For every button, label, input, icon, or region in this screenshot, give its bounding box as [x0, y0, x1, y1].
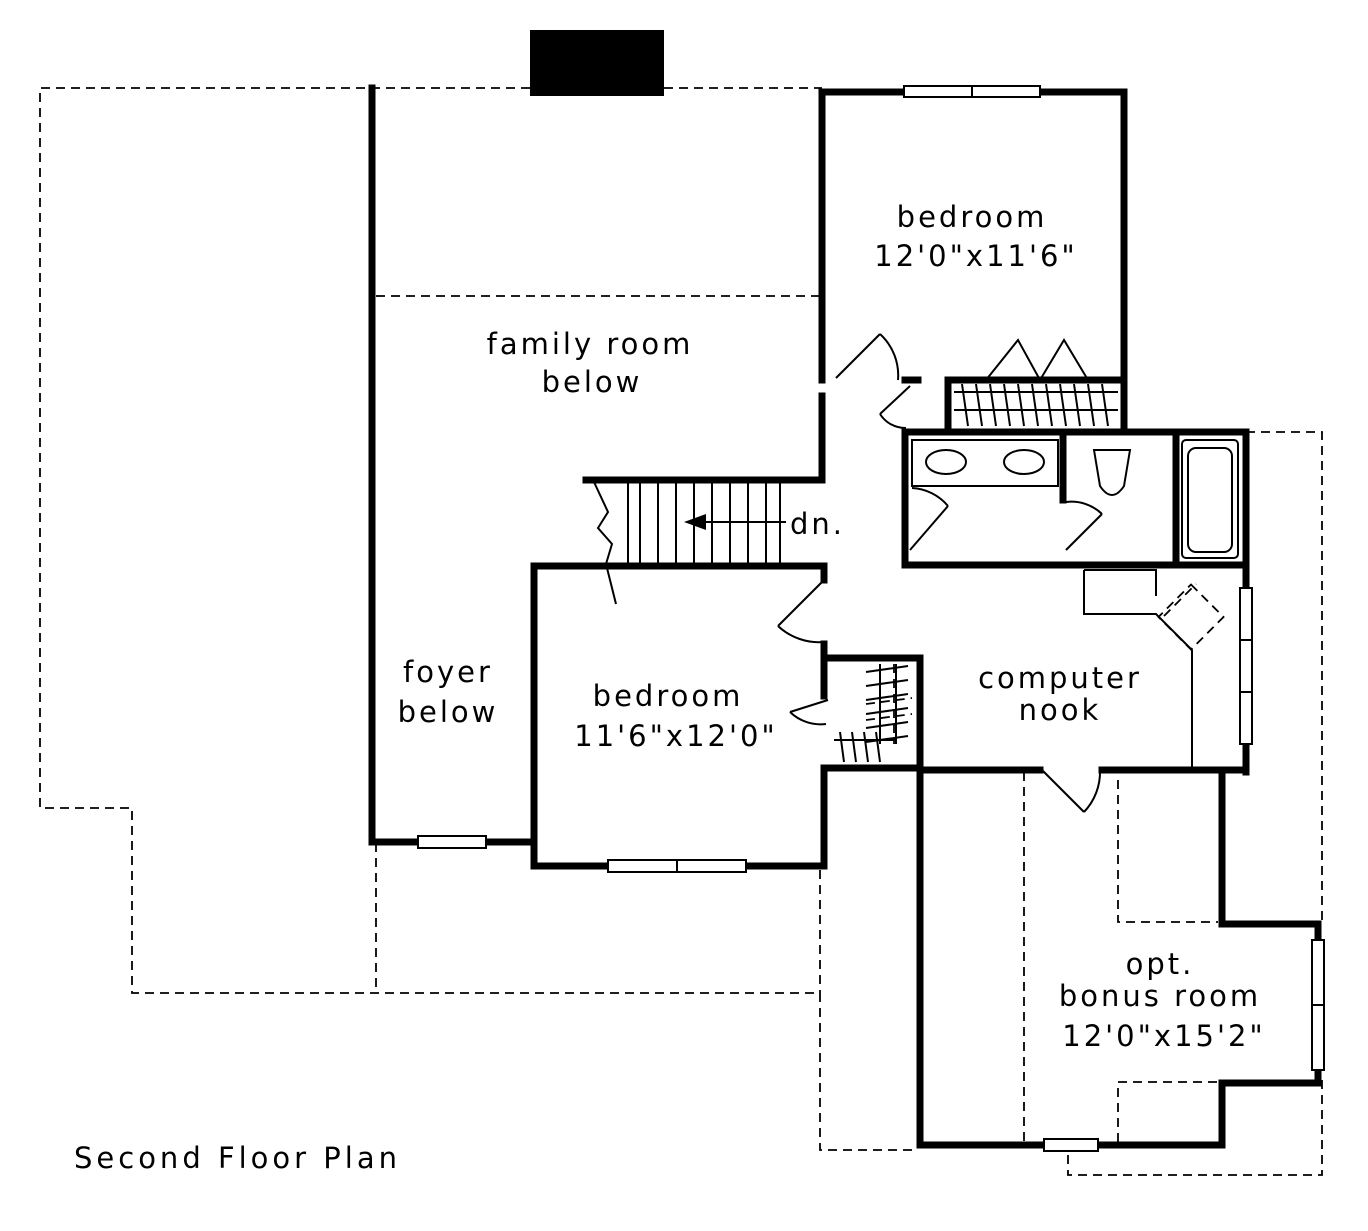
arrow-left-icon [684, 514, 706, 530]
desk [1083, 569, 1225, 768]
bonus-room-label: bonus room [1059, 979, 1261, 1013]
bedroom-top-name: bedroom [897, 200, 1048, 234]
windows [417, 85, 1325, 1152]
doors [777, 333, 1103, 813]
sink-icon [1003, 449, 1045, 475]
plan-title: Second Floor Plan [74, 1141, 401, 1175]
foyer-below: below [398, 695, 499, 729]
closet-rods [834, 383, 1118, 763]
sink-icon [925, 449, 967, 475]
bonus-room-opt: opt. [1126, 947, 1195, 981]
bonus-room-size: 12'0"x15'2" [1062, 1019, 1266, 1053]
interior-dashes [376, 295, 1218, 1142]
computer-nook-label: computer [978, 661, 1142, 695]
chimney [530, 30, 664, 96]
computer-nook-label-2: nook [1019, 693, 1102, 727]
family-room-label: family room [487, 327, 694, 361]
foyer-label: foyer [403, 655, 493, 689]
family-room-below: below [542, 365, 643, 399]
stair-label: dn. [790, 507, 845, 541]
lower-floor-outline [39, 87, 1323, 1176]
bath-fixtures [911, 439, 1239, 559]
bedroom-left-size: 11'6"x12'0" [574, 719, 778, 753]
staircase: dn. [593, 481, 845, 605]
toilet-icon [1092, 449, 1132, 496]
bedroom-left-name: bedroom [593, 679, 744, 713]
bathtub-icon [1181, 439, 1239, 559]
bedroom-top-size: 12'0"x11'6" [874, 239, 1078, 273]
